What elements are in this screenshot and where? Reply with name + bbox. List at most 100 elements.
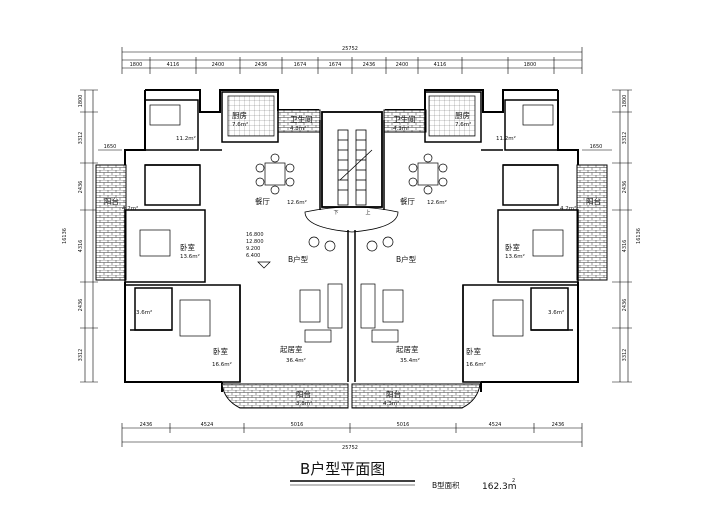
bottom-dimension-lines bbox=[121, 423, 583, 447]
left-living-area: 36.4m² bbox=[286, 357, 306, 364]
left-wc-area: 3.6m² bbox=[136, 309, 152, 316]
left-dimension-lines bbox=[80, 89, 122, 383]
right-dim-4: 4316 bbox=[622, 240, 628, 253]
left-balcony-area: 4.2m² bbox=[122, 205, 138, 212]
right-bath-area: 4.3m² bbox=[393, 125, 409, 132]
west-balcony-brick bbox=[95, 164, 127, 281]
right-dining-label: 餐厅 bbox=[400, 197, 415, 206]
bottom-dim-2: 4524 bbox=[201, 422, 214, 428]
right-kitchen-label: 厨房 bbox=[455, 110, 470, 120]
left-kitchen-label: 厨房 bbox=[232, 110, 247, 120]
bottom-dim-3: 5016 bbox=[291, 422, 304, 428]
south-balcony-left bbox=[221, 383, 349, 409]
left-living-label: 起居室 bbox=[280, 344, 303, 354]
top-overall-dimension: 25752 bbox=[342, 46, 358, 52]
left-unit-labels: 厨房 7.6m² 卫生间 4.3m² 11.2m² 餐厅 12.6m² 阳台 4… bbox=[104, 110, 313, 407]
left-south-balcony-label: 阳台 bbox=[296, 389, 311, 399]
right-small-area: 11.2m² bbox=[496, 135, 516, 142]
right-dim-6: 3312 bbox=[622, 349, 628, 362]
right-living-area: 35.4m² bbox=[400, 357, 420, 364]
right-bedroom-area: 13.6m² bbox=[505, 253, 525, 260]
top-dim-1: 1800 bbox=[130, 62, 143, 68]
left-dim-4: 4316 bbox=[78, 240, 84, 253]
stair-core bbox=[304, 111, 399, 233]
right-wc-area: 3.6m² bbox=[548, 309, 564, 316]
right-unit-labels: 厨房 7.6m² 卫生间 4.3m² 11.2m² 餐厅 12.6m² 阳台 4… bbox=[383, 110, 601, 407]
bottom-dimension-labels: 2436 4524 5016 5016 4524 2436 25752 bbox=[140, 422, 565, 451]
stair-level-4: 6.400 bbox=[246, 253, 260, 259]
east-balcony-brick bbox=[576, 164, 608, 281]
left-kitchen-area: 7.6m² bbox=[232, 121, 248, 128]
top-segment-labels: 1800 4116 2400 2436 1674 1674 2436 2400 … bbox=[130, 62, 537, 68]
top-dim-6: 1674 bbox=[329, 62, 342, 68]
left-bath-label: 卫生间 bbox=[290, 114, 313, 124]
right-kitchen-area: 7.6m² bbox=[455, 121, 471, 128]
left-unit-name: B户型 bbox=[288, 254, 309, 264]
area-unit-superscript: 2 bbox=[512, 478, 515, 484]
right-dim-3: 2436 bbox=[622, 181, 628, 194]
right-unit-name: B户型 bbox=[396, 254, 417, 264]
top-dim-3: 2400 bbox=[212, 62, 225, 68]
stair-level-list: 16.800 12.800 9.200 6.400 bbox=[246, 232, 264, 259]
bottom-dim-4: 5016 bbox=[397, 422, 410, 428]
top-dim-9: 4116 bbox=[434, 62, 447, 68]
right-bedroom-label: 卧室 bbox=[505, 242, 520, 252]
stair-level-1: 16.800 bbox=[246, 232, 264, 238]
right-balcony-label: 阳台 bbox=[586, 196, 601, 206]
left-dim-5: 2436 bbox=[78, 299, 84, 312]
stair-mark-down: 下 bbox=[333, 210, 338, 216]
left-dim-3: 2436 bbox=[78, 181, 84, 194]
top-dim-2: 4116 bbox=[167, 62, 180, 68]
right-dim-5: 2436 bbox=[622, 299, 628, 312]
left-bedroom-sw-label: 卧室 bbox=[213, 346, 228, 356]
left-small-area: 11.2m² bbox=[176, 135, 196, 142]
area-label: B型面积 bbox=[432, 480, 460, 490]
interior-walls bbox=[124, 91, 579, 383]
left-bedroom-area: 13.6m² bbox=[180, 253, 200, 260]
top-dim-10: 1800 bbox=[524, 62, 537, 68]
stair-mark-up: 上 bbox=[365, 209, 370, 216]
bottom-overall-dimension: 25752 bbox=[342, 445, 358, 451]
right-south-balcony-area: 4.3m² bbox=[383, 400, 399, 407]
drawing-title: B户型平面图 bbox=[300, 460, 385, 478]
bottom-dim-5: 4524 bbox=[489, 422, 502, 428]
left-bedroom-sw-area: 16.6m² bbox=[212, 361, 232, 368]
right-bedroom-se-area: 16.6m² bbox=[466, 361, 486, 368]
right-south-balcony-label: 阳台 bbox=[386, 389, 401, 399]
right-side-note: 1650 bbox=[590, 144, 603, 150]
level-marker-icon bbox=[257, 261, 271, 269]
right-bedroom-se-label: 卧室 bbox=[466, 346, 481, 356]
left-south-balcony-area: 3.8m² bbox=[296, 400, 312, 407]
top-dim-4: 2436 bbox=[255, 62, 268, 68]
right-dimension-labels: 1800 3312 2436 4316 2436 3312 16136 1650 bbox=[590, 95, 642, 362]
top-dim-5: 1674 bbox=[294, 62, 307, 68]
left-overall-dimension: 16136 bbox=[62, 228, 68, 244]
left-side-note: 1650 bbox=[104, 144, 117, 150]
right-dimension-lines bbox=[582, 89, 632, 383]
south-balcony-right bbox=[351, 383, 481, 409]
left-dim-1: 1800 bbox=[78, 95, 84, 108]
right-balcony-area: 4.2m² bbox=[560, 205, 576, 212]
stair-level-2: 12.800 bbox=[246, 239, 264, 245]
top-dim-7: 2436 bbox=[363, 62, 376, 68]
top-dimension-lines bbox=[121, 47, 583, 74]
left-dining-label: 餐厅 bbox=[255, 197, 270, 206]
left-dim-6: 3312 bbox=[78, 349, 84, 362]
right-dim-2: 3312 bbox=[622, 132, 628, 145]
left-dim-2: 3312 bbox=[78, 132, 84, 145]
left-bath-area: 4.3m² bbox=[290, 125, 306, 132]
right-dining-area: 12.6m² bbox=[427, 199, 447, 206]
stair-level-3: 9.200 bbox=[246, 246, 260, 252]
left-bedroom-label: 卧室 bbox=[180, 242, 195, 252]
right-dim-1: 1800 bbox=[622, 95, 628, 108]
area-value: 162.3m bbox=[482, 482, 517, 492]
left-dining-area: 12.6m² bbox=[287, 199, 307, 206]
bottom-dim-1: 2436 bbox=[140, 422, 153, 428]
right-living-label: 起居室 bbox=[396, 344, 419, 354]
bottom-dim-6: 2436 bbox=[552, 422, 565, 428]
right-overall-dimension: 16136 bbox=[636, 228, 642, 244]
top-dim-8: 2400 bbox=[396, 62, 409, 68]
furniture bbox=[139, 95, 564, 343]
